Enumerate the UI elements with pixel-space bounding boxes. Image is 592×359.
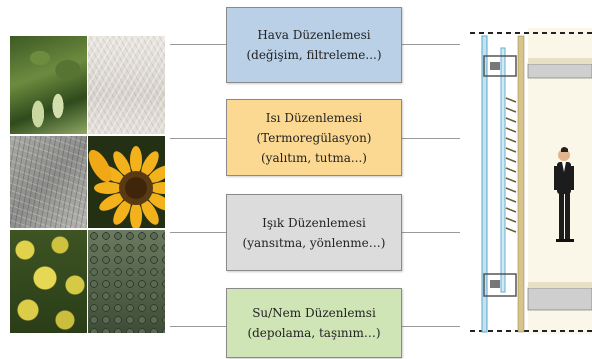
connector-left-1 [170,44,226,45]
connector-right-4 [402,326,460,327]
water-regulation-box: Su/Nem Düzenlemsi (depolama, taşınım…) [226,288,402,358]
heat-regulation-title: Isı Düzenlemesi [266,108,362,128]
wool-photo [88,36,165,134]
air-regulation-box: Hava Düzenlemesi (değişim, filtreleme...… [226,7,402,83]
heat-regulation-box: Isı Düzenlemesi (Termoregülasyon) (yalıt… [226,99,402,176]
heat-regulation-subtitle: (Termoregülasyon) [256,128,371,148]
light-regulation-box: Işık Düzenlemesi (yansıtma, yönlenme…) [226,194,402,271]
water-regulation-detail: (depolama, taşınım…) [247,323,380,343]
connector-right-1 [402,44,460,45]
air-regulation-title: Hava Düzenlemesi [257,25,370,45]
light-regulation-title: Işık Düzenlemesi [262,213,366,233]
air-regulation-detail: (değişim, filtreleme...) [246,45,381,65]
light-regulation-detail: (yansıtma, yönlenme…) [243,233,386,253]
elephant-skin-photo [10,136,87,228]
water-regulation-title: Su/Nem Düzenlemsi [252,303,376,323]
connector-left-3 [170,232,226,233]
sunflower-photo [88,136,165,228]
heat-regulation-detail: (yalıtım, tutma...) [261,148,367,168]
facade-section-illustration [470,28,592,334]
leaves-photo [10,36,87,134]
connector-right-2 [402,138,460,139]
connector-right-3 [402,232,460,233]
thistle-photo [10,230,87,333]
crocodile-scales-photo [88,230,165,333]
connector-left-2 [170,138,226,139]
connector-left-4 [170,326,226,327]
